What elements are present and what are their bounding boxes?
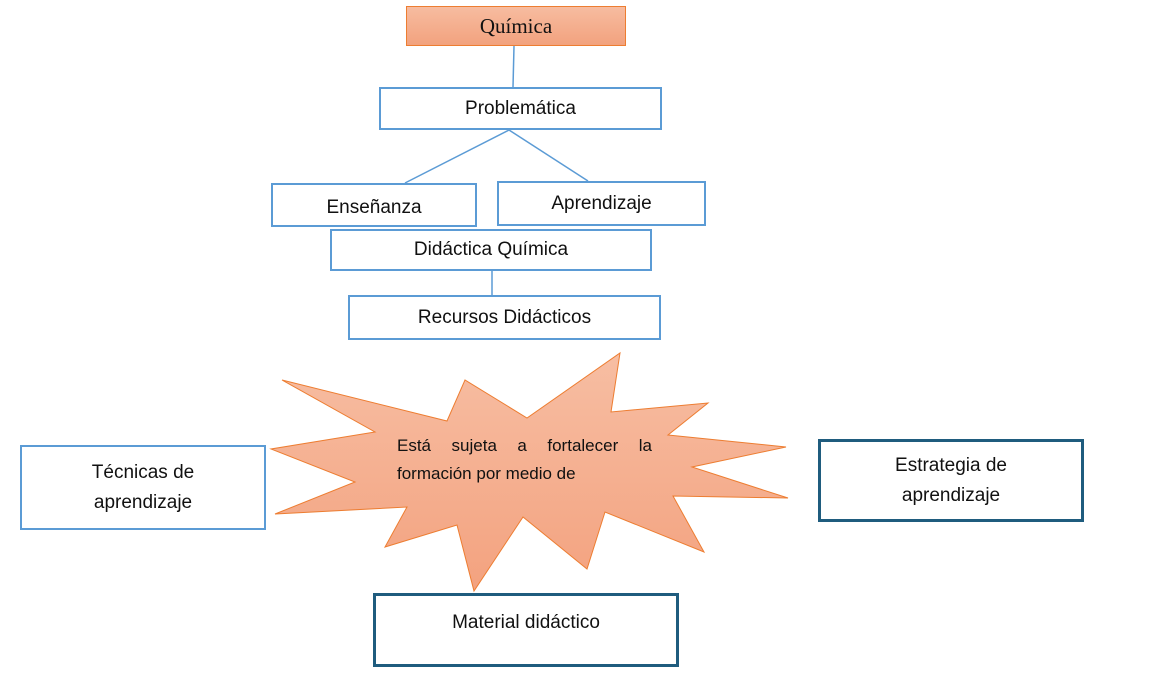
node-ensenanza: Enseñanza: [271, 183, 477, 227]
connector-problematica-ensenanza: [404, 129, 510, 184]
starburst-text: Está sujeta a fortalecer la formación po…: [397, 436, 652, 483]
connector-root-problematica: [512, 45, 515, 88]
node-aprendizaje: Aprendizaje: [497, 181, 706, 226]
node-material-didactico: Material didáctico: [373, 593, 679, 667]
node-tecnicas-aprendizaje: Técnicas de aprendizaje: [20, 445, 266, 530]
connector-problematica-aprendizaje: [508, 129, 589, 182]
node-recursos-didacticos: Recursos Didácticos: [348, 295, 661, 340]
starburst-shape: [269, 351, 789, 593]
node-problematica: Problemática: [379, 87, 662, 130]
node-estrategia-aprendizaje: Estrategia de aprendizaje: [818, 439, 1084, 522]
root-node-quimica: Química: [406, 6, 626, 46]
node-didactica-quimica: Didáctica Química: [330, 229, 652, 271]
